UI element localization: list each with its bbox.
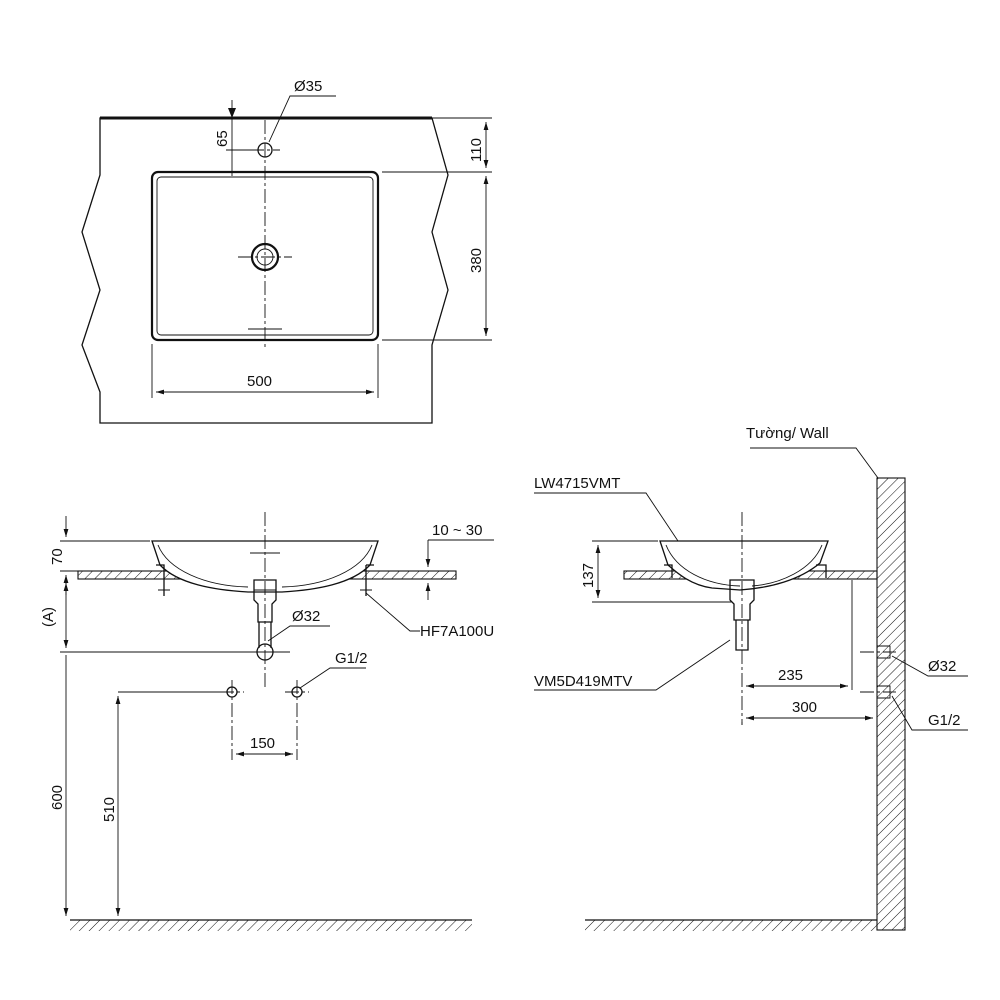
waste-pipe — [253, 579, 277, 623]
dim-height-above-label: 70 — [49, 548, 66, 565]
basin-side — [659, 540, 829, 591]
dim-counter-height-label: 600 — [49, 785, 66, 810]
trap-diameter-side-label: Ø32 — [928, 658, 956, 675]
dim-back-edge-label: 110 — [468, 138, 485, 162]
supply-thread-side-label: G1/2 — [928, 712, 961, 729]
basin-code-label: LW4715VMT — [534, 475, 620, 492]
dim-a-label: (A) — [40, 607, 57, 627]
dim-supply-height-label: 510 — [101, 797, 118, 822]
dim-height-side-label: 137 — [580, 563, 597, 588]
dim-basin-depth-label: 380 — [468, 248, 485, 273]
valve-code-label: VM5D419MTV — [534, 673, 632, 690]
countertop-plan — [81, 117, 449, 424]
hole-diameter-label: Ø35 — [294, 78, 322, 95]
top-view: Ø35 65 110 380 500 — [81, 78, 492, 424]
dim-hole-offset-label: 65 — [214, 130, 231, 147]
supply-thread-label: G1/2 — [335, 650, 368, 667]
waste-code-label: HF7A100U — [420, 623, 494, 640]
dim-drain-to-wall-label: 235 — [778, 667, 803, 684]
side-view: Tường/ Wall 137 LW4715VMT VM5D419MTV Ø32… — [534, 425, 968, 931]
dim-front-to-wall-label: 300 — [792, 699, 817, 716]
dim-counter-thickness-label: 10 ~ 30 — [432, 522, 482, 539]
dim-supply-spacing-label: 150 — [250, 735, 275, 752]
wall — [876, 477, 906, 931]
dim-basin-width-label: 500 — [247, 373, 272, 390]
wall-label: Tường/ Wall — [746, 425, 829, 442]
trap-diameter-label: Ø32 — [292, 608, 320, 625]
front-view: Ø32 HF7A100U 70 10 ~ 30 (A) G1/2 150 — [40, 512, 494, 931]
